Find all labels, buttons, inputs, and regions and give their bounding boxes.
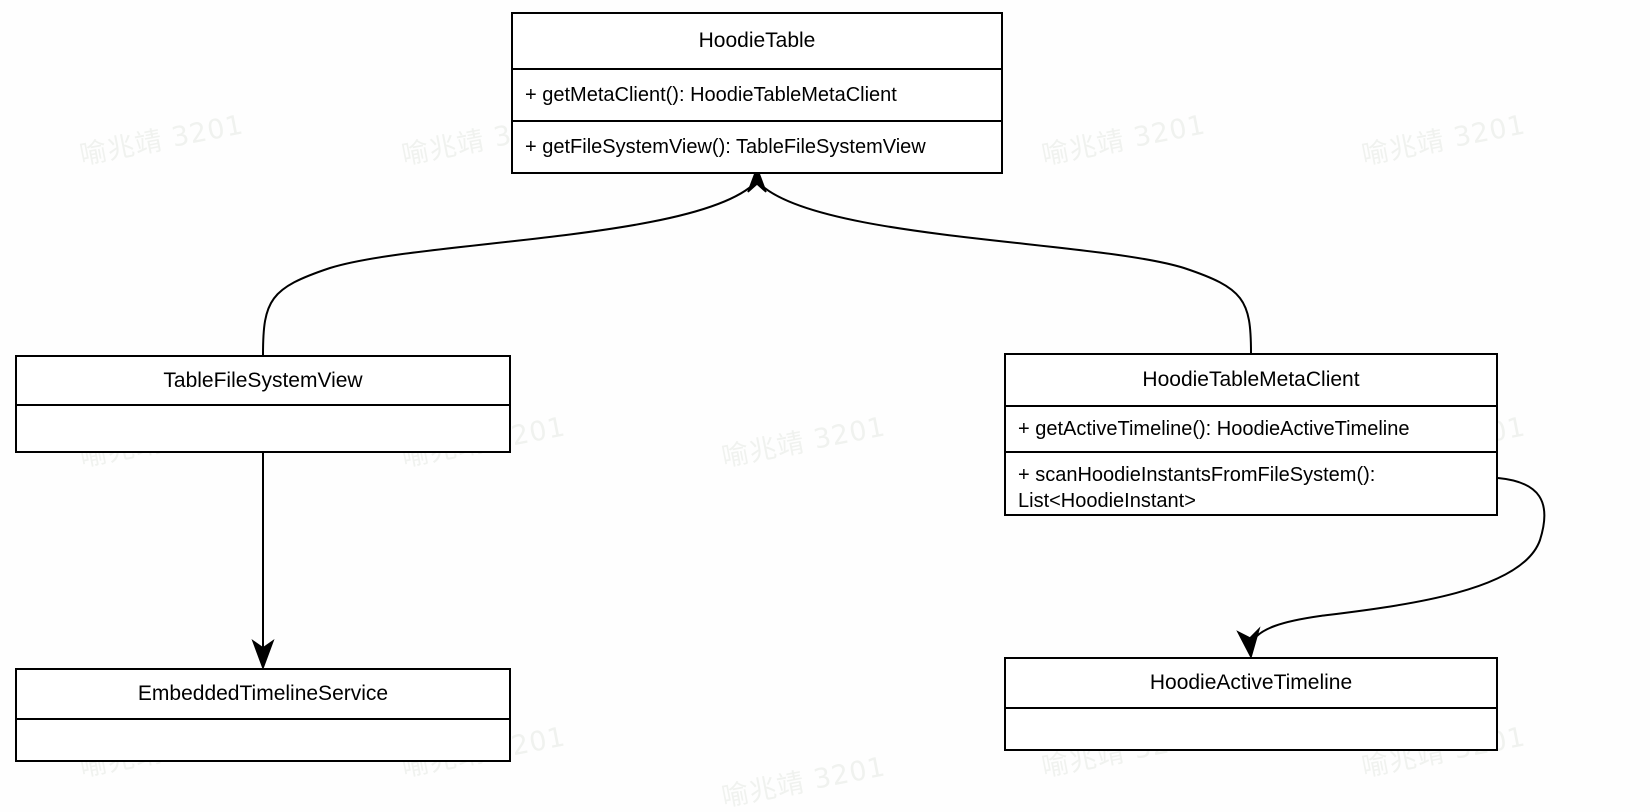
watermark-text: 喻兆靖 3201 bbox=[719, 751, 889, 812]
class-member-getactivetimeline: + getActiveTimeline(): HoodieActiveTimel… bbox=[1006, 405, 1496, 451]
class-box-hoodietable[interactable]: HoodieTable + getMetaClient(): HoodieTab… bbox=[511, 12, 1003, 174]
watermark-text: 喻兆靖 3201 bbox=[1039, 109, 1209, 172]
class-member-scanhoodieinstantsfromfilesystem: + scanHoodieInstantsFromFileSystem(): Li… bbox=[1006, 451, 1496, 514]
arrowhead-into-embeddedtimelineservice bbox=[251, 639, 275, 671]
class-member-getmetaclient: + getMetaClient(): HoodieTableMetaClient bbox=[513, 68, 1001, 120]
class-members-hoodieactivetimeline bbox=[1006, 707, 1496, 749]
class-box-tablefilesystemview[interactable]: TableFileSystemView bbox=[15, 355, 511, 453]
class-members-tablefilesystemview bbox=[17, 404, 509, 451]
class-name-hoodieactivetimeline: HoodieActiveTimeline bbox=[1149, 671, 1353, 694]
watermark-text: 喻兆靖 3201 bbox=[77, 109, 247, 172]
class-box-hoodieactivetimeline[interactable]: HoodieActiveTimeline bbox=[1004, 657, 1498, 751]
edge-hoodietablemetaclient-to-hoodietable bbox=[757, 181, 1252, 354]
class-member-getfilesystemview: + getFileSystemView(): TableFileSystemVi… bbox=[513, 120, 1001, 172]
class-box-embeddedtimelineservice[interactable]: EmbeddedTimelineService bbox=[15, 668, 511, 762]
class-name-embeddedtimelineservice: EmbeddedTimelineService bbox=[137, 682, 389, 705]
class-name-tablefilesystemview: TableFileSystemView bbox=[163, 368, 363, 392]
class-name-hoodietable: HoodieTable bbox=[698, 29, 816, 52]
arrowhead-into-hoodieactivetimeline bbox=[1236, 626, 1261, 660]
class-name-hoodietablemetaclient: HoodieTableMetaClient bbox=[1142, 368, 1360, 391]
edge-tablefilesystemview-to-hoodietable bbox=[262, 181, 757, 356]
watermark-text: 喻兆靖 3201 bbox=[1359, 109, 1529, 172]
class-members-embeddedtimelineservice bbox=[17, 718, 509, 760]
watermark-text: 喻兆靖 3201 bbox=[719, 411, 889, 474]
class-box-hoodietablemetaclient[interactable]: HoodieTableMetaClient + getActiveTimelin… bbox=[1004, 353, 1498, 516]
